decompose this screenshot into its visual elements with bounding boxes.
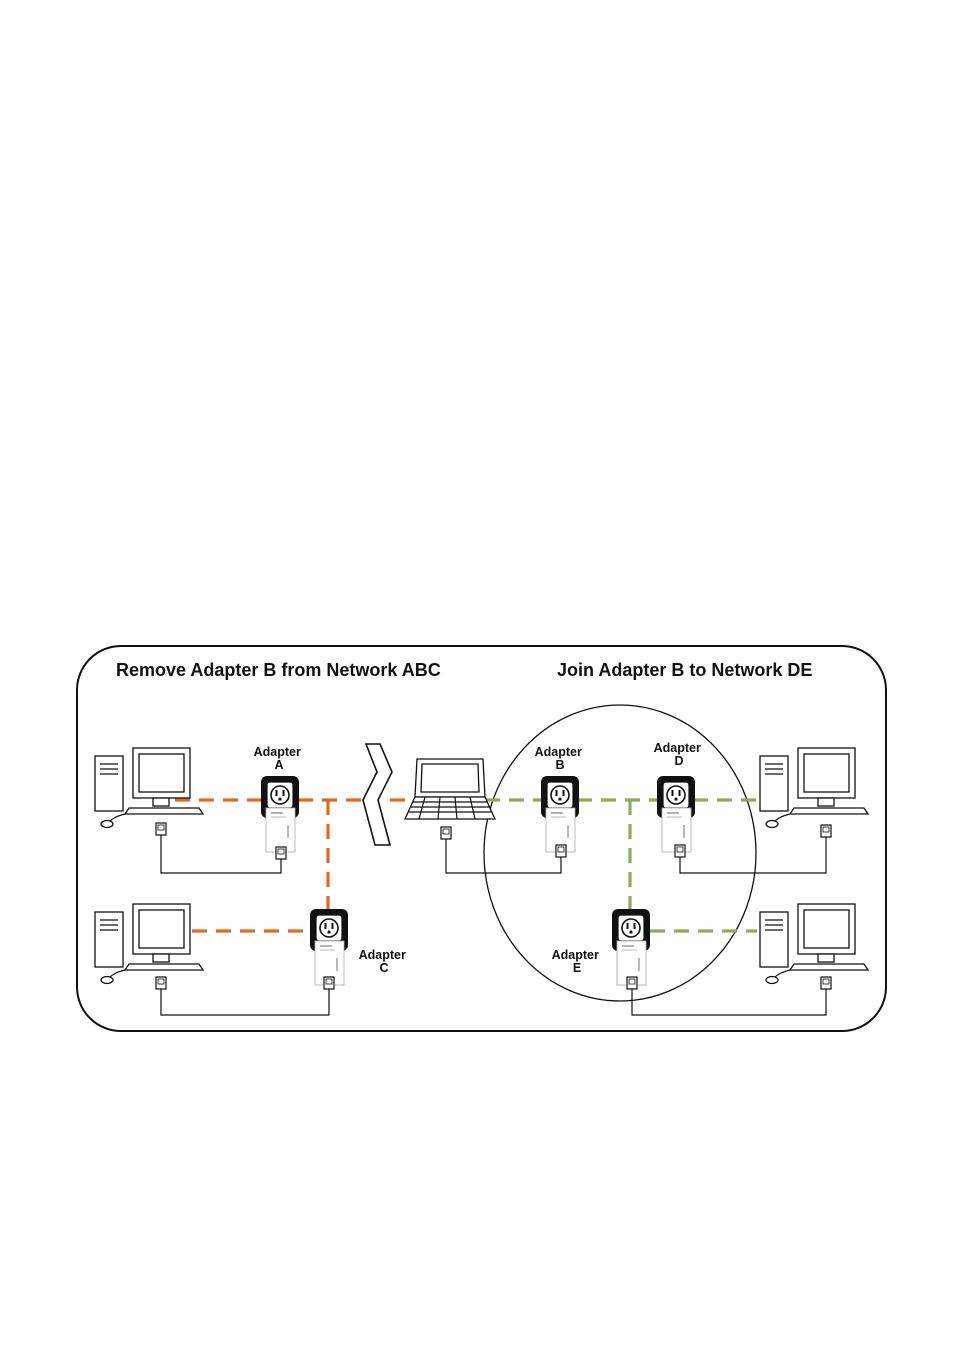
adapter-b-icon	[541, 776, 579, 852]
ethernet-plug-icon	[324, 977, 334, 995]
right-title: Join Adapter B to Network DE	[557, 660, 812, 680]
ethernet-plug-icon	[156, 823, 166, 841]
ethernet-plug-icon	[156, 977, 166, 995]
left-title: Remove Adapter B from Network ABC	[116, 660, 441, 680]
diagram-frame	[77, 646, 886, 1031]
adapter-e-icon	[612, 909, 650, 985]
desktop-computer-icon	[760, 904, 868, 984]
laptop-icon	[405, 759, 495, 819]
ethernet-plug-icon	[821, 977, 831, 995]
desktop-computer-icon	[95, 748, 203, 828]
ethernet-plug-icon	[556, 845, 566, 863]
adapter-d-icon	[657, 776, 695, 852]
adapter-a-label: Adapter A	[254, 745, 305, 772]
ethernet-plug-icon	[675, 845, 685, 863]
ethernet-plug-icon	[627, 977, 637, 995]
adapter-c-icon	[310, 909, 348, 985]
adapter-b-label: Adapter B	[535, 745, 586, 772]
adapter-c-label: Adapter C	[359, 948, 410, 975]
ethernet-plug-icon	[276, 847, 286, 865]
adapter-e-label: Adapter E	[552, 948, 603, 975]
adapter-a-icon	[261, 776, 299, 852]
adapter-d-label: Adapter D	[654, 741, 705, 768]
desktop-computer-icon	[760, 748, 868, 828]
ethernet-cables	[161, 841, 826, 1015]
lightning-break-icon	[363, 744, 392, 845]
ethernet-plug-icon	[821, 825, 831, 843]
ethernet-plug-icon	[441, 827, 451, 845]
desktop-computer-icon	[95, 904, 203, 984]
